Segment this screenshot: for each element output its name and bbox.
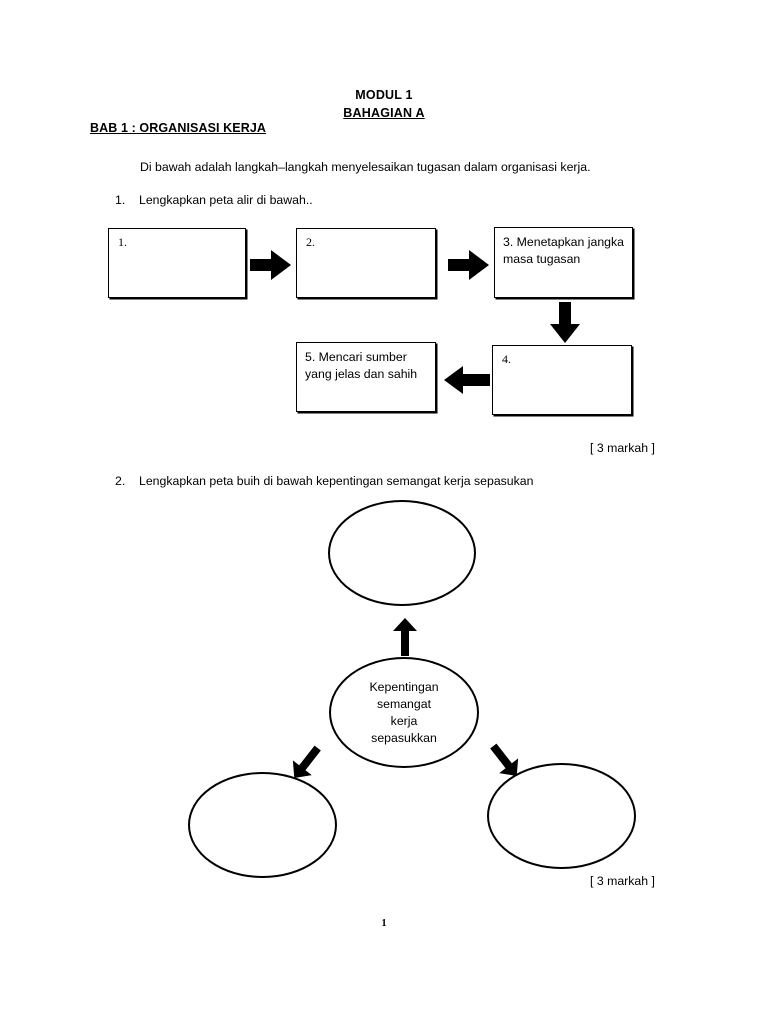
arrow-down-icon	[548, 302, 582, 344]
bubble-center: Kepentingan semangat kerja sepasukkan	[329, 657, 479, 768]
bubble-bottom-left[interactable]	[188, 772, 337, 878]
flow-box-2-number: 2.	[306, 235, 315, 249]
chapter-heading: BAB 1 : ORGANISASI KERJA	[90, 121, 267, 135]
flow-box-1[interactable]: 1.	[108, 228, 246, 298]
question-1-number: 1.	[115, 193, 126, 207]
intro-paragraph: Di bawah adalah langkah–langkah menyeles…	[140, 160, 591, 174]
flow-box-4[interactable]: 4.	[492, 345, 632, 415]
flow-box-3-text: 3. Menetapkan jangka masa tugasan	[503, 235, 625, 266]
arrow-down-left-icon	[283, 742, 329, 784]
flow-box-2[interactable]: 2.	[296, 228, 436, 298]
marks-question-1: [ 3 markah ]	[590, 441, 655, 455]
arrow-up-icon	[392, 617, 418, 657]
flow-box-3[interactable]: 3. Menetapkan jangka masa tugasan	[494, 227, 633, 298]
flow-box-5-text: 5. Mencari sumber yang jelas dan sahih	[305, 350, 418, 381]
arrow-right-icon	[448, 248, 490, 282]
document-header: MODUL 1 BAHAGIAN A	[0, 86, 768, 122]
page-number: 1	[381, 918, 387, 929]
document-subtitle: BAHAGIAN A	[343, 106, 425, 120]
bubble-center-label: Kepentingan semangat kerja sepasukkan	[369, 679, 439, 745]
bubble-bottom-right[interactable]	[487, 763, 636, 869]
marks-question-2: [ 3 markah ]	[590, 874, 655, 888]
flow-box-4-number: 4.	[502, 352, 511, 366]
bubble-top-label	[330, 502, 474, 604]
bubble-top[interactable]	[328, 500, 476, 606]
question-2-number: 2.	[115, 474, 126, 488]
page-title: MODUL 1	[355, 88, 413, 102]
question-2: 2. Lengkapkan peta buih di bawah kepentin…	[115, 473, 533, 489]
bubble-bottom-left-label	[190, 774, 335, 876]
arrow-right-icon	[250, 248, 292, 282]
flow-box-1-number: 1.	[118, 235, 127, 249]
arrow-left-icon	[443, 365, 491, 395]
arrow-down-right-icon	[482, 740, 528, 782]
question-1: 1. Lengkapkan peta alir di bawah..	[115, 192, 313, 208]
flow-box-5[interactable]: 5. Mencari sumber yang jelas dan sahih	[296, 342, 436, 412]
question-2-text: Lengkapkan peta buih di bawah kepentinga…	[139, 474, 534, 488]
question-1-text: Lengkapkan peta alir di bawah..	[139, 193, 313, 207]
